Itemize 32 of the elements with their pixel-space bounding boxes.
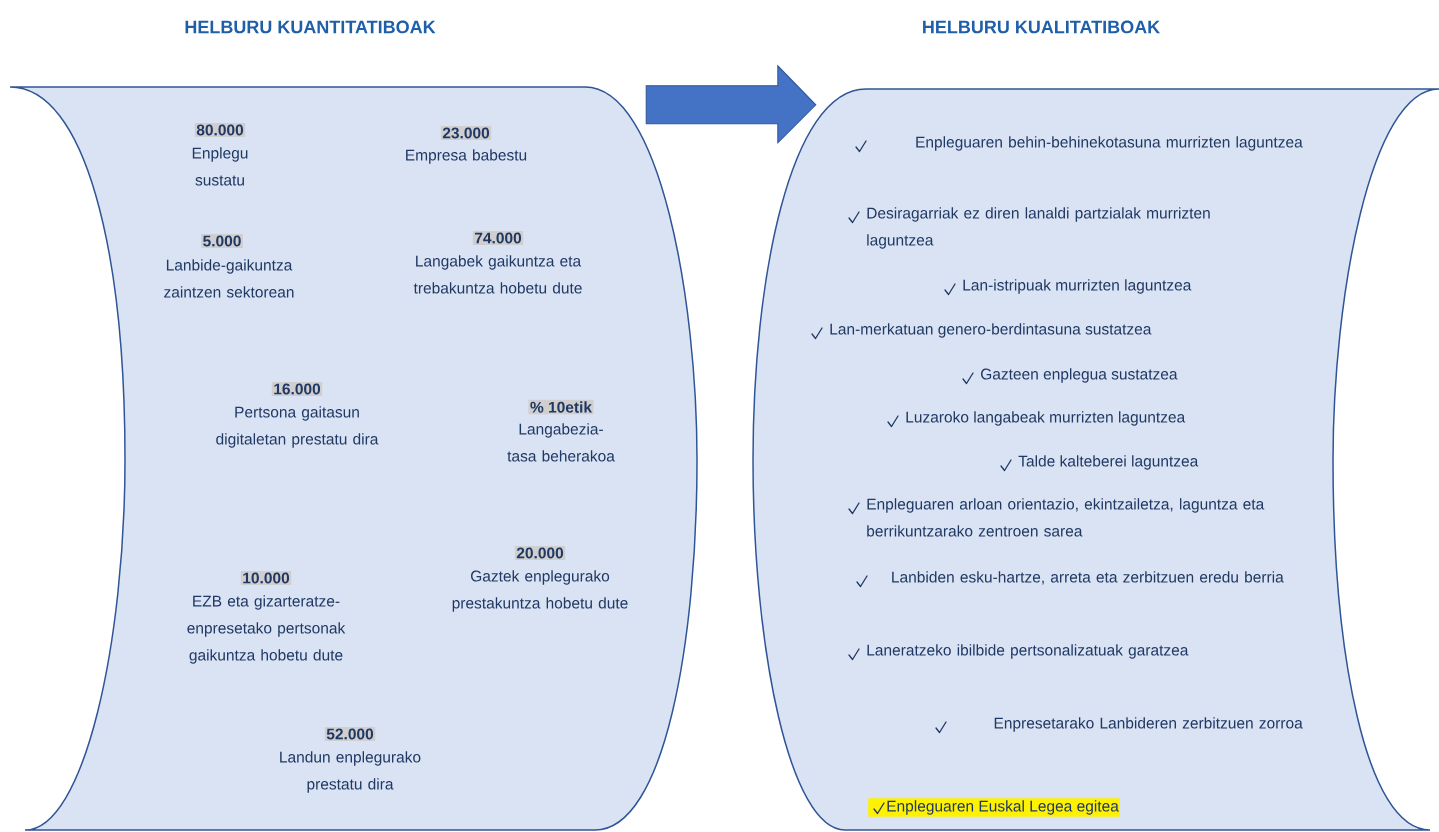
goal-item: Laneratzeko ibilbide pertsonalizatuak garatzea bbox=[867, 644, 1189, 659]
value-label: 5.000 bbox=[201, 234, 243, 248]
goal-item: Lanbiden esku-hartze, arreta eta zerbitzuen eredu berria bbox=[892, 571, 1284, 585]
goal-item: Enpleguaren Euskal Legea egitea bbox=[868, 798, 1120, 817]
value-label: 80.000 bbox=[194, 123, 246, 137]
block-arrow bbox=[645, 65, 817, 144]
value-label: 23.000 bbox=[440, 126, 492, 140]
value-label: 74.000 bbox=[472, 231, 524, 245]
goal-item: Gazteen enplegua sustatzea bbox=[981, 368, 1178, 383]
description-text: Enplegu sustatu bbox=[192, 147, 248, 186]
heading: HELBURU KUALITATIBOAK bbox=[923, 20, 1160, 34]
value-label: 16.000 bbox=[271, 382, 323, 396]
description-text: Langabezia- tasa beherakoa bbox=[507, 423, 615, 462]
description-text: Empresa babestu bbox=[406, 149, 527, 164]
value-label: 52.000 bbox=[324, 727, 376, 741]
heading: HELBURU KUANTITATIBOAK bbox=[185, 20, 436, 34]
goal-item: Enpleguaren arloan orientazio, ekintzailetza, laguntza eta berrikuntzarako zentroen sarea bbox=[867, 498, 1265, 537]
goal-item: Lan-merkatuan genero-berdintasuna sustatzea bbox=[830, 323, 1152, 338]
value-label: 20.000 bbox=[514, 546, 566, 560]
goal-item: Luzaroko langabeak murrizten laguntzea bbox=[906, 411, 1186, 426]
goal-item: Enpleguaren behin-behinekotasuna murrizten laguntzea bbox=[916, 136, 1303, 151]
goal-item: Lan-istripuak murrizten laguntzea bbox=[963, 279, 1192, 294]
description-text: EZB eta gizarteratze- enpresetako pertsonak gaikuntza hobetu dute bbox=[187, 595, 346, 664]
description-text: Landun enplegurako prestatu dira bbox=[280, 751, 421, 793]
description-text: Langabek gaikuntza eta trebakuntza hobetu dute bbox=[413, 255, 582, 294]
description-text: Gaztek enplegurako prestakuntza hobetu dute bbox=[452, 570, 628, 612]
description-text: Pertsona gaitasun digitaletan prestatu dira bbox=[216, 406, 379, 448]
description-text: Lanbide-gaikuntza zaintzen sektorean bbox=[164, 259, 294, 298]
value-label: 10.000 bbox=[240, 571, 292, 585]
goal-item: Enpresetarako Lanbideren zerbitzuen zorroa bbox=[994, 717, 1303, 732]
goal-item: Talde kalteberei laguntzea bbox=[1018, 455, 1199, 470]
goal-item: Desiragarriak ez diren lanaldi partzialak murrizten laguntzea bbox=[867, 207, 1210, 249]
